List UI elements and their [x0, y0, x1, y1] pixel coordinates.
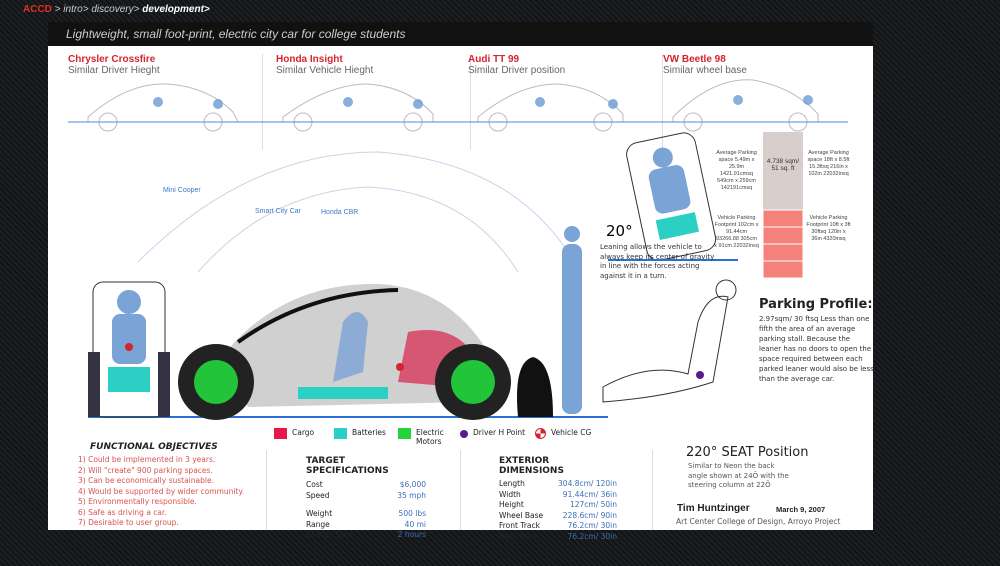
author-name: Tim Huntzinger: [677, 503, 750, 514]
breadcrumb-items[interactable]: > intro> discovery>: [54, 4, 140, 15]
objective-item: 2) Will "create" 900 parking spaces.: [78, 465, 213, 475]
spec-key: Weight: [306, 509, 333, 518]
spec-value: 35 mph: [397, 490, 426, 500]
batteries-swatch: [334, 428, 347, 439]
cargo-swatch: [274, 428, 287, 439]
exterior-title: EXTERIOR DIMENSIONS: [499, 456, 564, 476]
dim-key: Width: [499, 489, 521, 499]
ref-name: Honda Insight: [276, 54, 343, 65]
breadcrumb-root[interactable]: ACCD: [23, 4, 52, 15]
ref-note: Similar Vehicle Hieght: [276, 65, 374, 76]
breadcrumb: ACCD > intro> discovery> development>: [23, 4, 210, 15]
legend-h-point: Driver H Point: [460, 428, 525, 438]
dim-key: Front Track: [499, 521, 540, 530]
dim-value: 127cm/ 50in: [569, 500, 617, 509]
legend-label: Driver H Point: [473, 428, 526, 437]
dim-value: 228.6cm/ 90in: [562, 510, 617, 520]
ref-name: VW Beetle 98: [663, 54, 726, 65]
design-board: Lightweight, small foot-print, electric …: [48, 22, 874, 541]
legend-label: Cargo: [292, 428, 315, 437]
ref-note: Similar wheel base: [663, 65, 747, 76]
parking-profile-text: 2.97sqm/ 30 ftsq Less than one fifth the…: [759, 315, 874, 383]
dim-value: 76.2cm/ 30in: [567, 531, 617, 541]
spec-key: Cost: [306, 480, 323, 489]
seat-title: 220° SEAT Position: [686, 445, 809, 460]
motors-swatch: [398, 428, 411, 439]
exterior-dimensions: EXTERIOR DIMENSIONS Length 304.8cm/ 120in…: [499, 456, 617, 542]
dim-value: 304.8cm/ 120in: [558, 479, 617, 488]
target-specs: TARGET SPECIFICATIONS Cost $6,000 Speed 35…: [306, 456, 426, 541]
legend-cargo: Cargo: [274, 428, 314, 439]
dim-key: Length: [499, 479, 525, 488]
objectives-list: 1) Could be implemented in 3 years. 2) W…: [78, 455, 244, 529]
label-smart-city-car: Smart City Car: [255, 208, 301, 215]
label-honda-cbr: Honda CBR: [321, 209, 359, 216]
spec-value: $6,000: [399, 480, 426, 489]
spec-key: Range: [306, 519, 330, 529]
dim-value: 76.2cm/ 30in: [567, 521, 617, 530]
author-date: March 9, 2007: [776, 505, 826, 514]
board-title: Lightweight, small foot-print, electric …: [48, 22, 873, 46]
legend-label: Batteries: [352, 428, 386, 437]
parking-center: 4.738 sqm/ 51 sq. ft: [766, 158, 800, 172]
label-mini-cooper: Mini Cooper: [163, 187, 201, 194]
legend-motors: Electric Motors: [398, 428, 446, 446]
vehicle-drawings: [68, 79, 848, 420]
dim-value: 91.44cm/ 36in: [562, 489, 617, 499]
parking-avg-left: Average Parking space 5.49m x 25.9m 1421…: [716, 150, 757, 191]
objective-item: 3) Can be economically sustainable.: [78, 476, 214, 485]
seat-text: Similar to Neon the back angle shown at …: [688, 462, 789, 489]
ref-note: Similar Driver Hieght: [68, 65, 160, 76]
dim-key: Wheel Base: [499, 510, 544, 520]
ref-note: Similar Driver position: [468, 65, 566, 76]
objective-item: 5) Environmentally responsible.: [78, 497, 197, 506]
parking-veh-left: Vehicle Parking Footprint 102cm x 91.44c…: [714, 215, 759, 249]
spec-value: 500 lbs: [398, 509, 426, 518]
lean-angle: 20°: [606, 222, 633, 240]
parking-avg-right: Average Parking space 18ft x 8.5ft 15.3f…: [807, 150, 850, 177]
legend-label: Vehicle CG: [551, 428, 592, 437]
objective-item: 4) Would be supported by wider community…: [78, 486, 245, 496]
objective-item: 1) Could be implemented in 3 years.: [78, 455, 216, 464]
legend-label: Electric Motors: [416, 428, 444, 446]
spec-value: 40 mi: [404, 519, 426, 529]
objectives-title: FUNCTIONAL OBJECTIVES: [90, 442, 218, 452]
lean-text: Leaning allows the vehicle to always kee…: [600, 243, 715, 280]
objective-item: 7) Desirable to user group.: [78, 518, 179, 527]
target-specs-title: TARGET SPECIFICATIONS: [306, 456, 389, 476]
parking-veh-right: Vehicle Parking Footprint 10ft x 3ft 30f…: [806, 215, 851, 242]
ref-name: Audi TT 99: [468, 54, 520, 65]
spec-key: Speed: [306, 490, 330, 500]
cg-icon: [535, 428, 546, 439]
dim-key: Rear Track: [499, 531, 539, 541]
spec-key: Charge Time: [306, 530, 354, 539]
breadcrumb-current: development>: [142, 4, 210, 15]
legend-cg: Vehicle CG: [535, 428, 591, 439]
h-point-icon: [460, 430, 468, 438]
legend-batteries: Batteries: [334, 428, 386, 439]
parking-profile-title: Parking Profile:: [759, 297, 873, 312]
ref-name: Chrysler Crossfire: [68, 54, 156, 65]
author-school: Art Center College of Design, Arroyo Pro…: [676, 517, 841, 526]
objective-item: 6) Safe as driving a car.: [78, 507, 167, 517]
spec-value: 2 hours: [397, 530, 426, 539]
dim-key: Height: [499, 500, 524, 509]
